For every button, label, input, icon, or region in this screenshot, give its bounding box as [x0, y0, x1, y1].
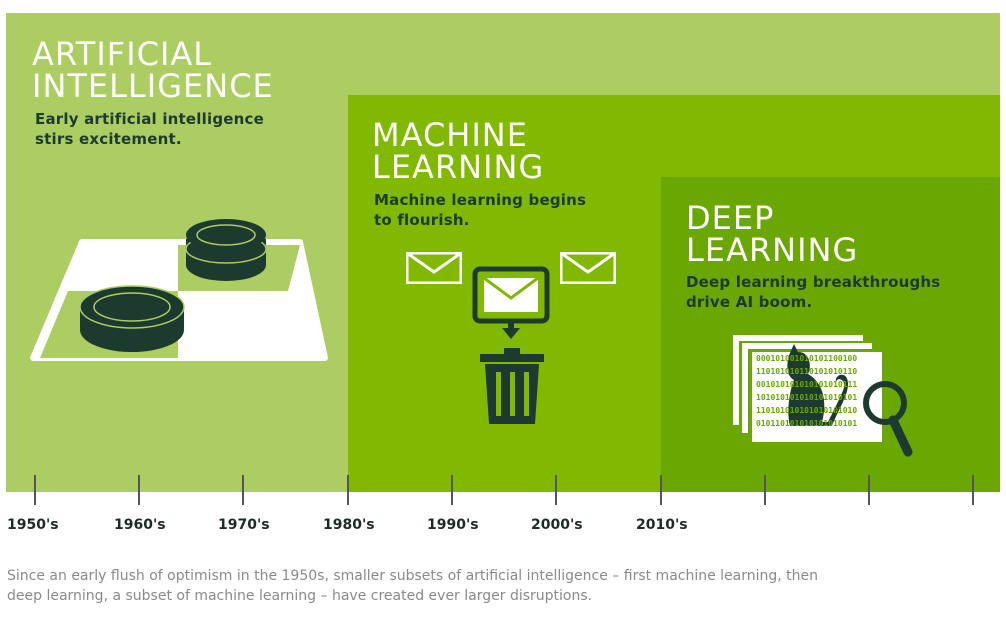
timeline-tick [346, 475, 350, 505]
ml-title-line: MACHINE [372, 116, 528, 154]
ml-title-line: LEARNING [372, 148, 545, 186]
ai-subtitle-line: stirs excitement. [35, 130, 182, 148]
binary-text: 110101010101010101010 [756, 406, 857, 415]
cat-icon [787, 344, 848, 426]
timeline-tick [971, 475, 975, 505]
caption: Since an early flush of optimism in the … [7, 566, 997, 606]
dl-title-line: LEARNING [686, 231, 859, 269]
ai-title-line: ARTIFICIAL [32, 35, 213, 73]
cat-recognition-icon: 000101001010101100100 1101010101101010101… [733, 335, 913, 457]
decade-label: 1960's [114, 517, 166, 533]
dl-subtitle: Deep learning breakthroughs drive AI boom… [686, 272, 940, 312]
dl-title-line: DEEP [686, 199, 775, 237]
timeline-tick [33, 475, 37, 505]
ml-subtitle: Machine learning begins to flourish. [374, 190, 586, 230]
binary-text: 101010101010101010101 [756, 393, 857, 402]
timeline-tick [867, 475, 871, 505]
dl-subtitle-line: drive AI boom. [686, 293, 813, 311]
timeline-tick [554, 475, 558, 505]
timeline-tick [763, 475, 767, 505]
inbox-envelope-icon [472, 266, 550, 339]
binary-text: 001010101010101010111 [756, 380, 857, 389]
ai-subtitle: Early artificial intelligence stirs excit… [35, 109, 264, 149]
ml-subtitle-line: Machine learning begins [374, 191, 587, 209]
checker-piece-icon [185, 219, 267, 281]
ai-subtitle-line: Early artificial intelligence [35, 110, 264, 128]
ai-title-line: INTELLIGENCE [32, 67, 274, 105]
decade-label: 2000's [531, 517, 583, 533]
decade-label: 1990's [427, 517, 479, 533]
binary-text: 000101001010101100100 [756, 354, 857, 363]
checker-piece-icon [79, 285, 185, 352]
decade-label: 1970's [218, 517, 270, 533]
caption-line: deep learning, a subset of machine learn… [7, 588, 593, 604]
checkers-board-icon [30, 219, 328, 361]
timeline-tick [450, 475, 454, 505]
timeline-tick [137, 475, 141, 505]
trash-can-icon [480, 348, 544, 424]
caption-line: Since an early flush of optimism in the … [7, 568, 819, 584]
envelope-icon [560, 252, 616, 284]
decade-label: 1980's [323, 517, 375, 533]
magnifier-icon [863, 381, 907, 425]
timeline-tick [241, 475, 245, 505]
envelope-icon [406, 252, 462, 284]
dl-subtitle-line: Deep learning breakthroughs [686, 273, 941, 291]
binary-text: 010110101010101010101 [756, 419, 857, 428]
timeline-tick [659, 475, 663, 505]
binary-text: 110101010110101010110 [756, 367, 857, 376]
decade-label: 2010's [636, 517, 688, 533]
decade-label: 1950's [7, 517, 59, 533]
ml-subtitle-line: to flourish. [374, 211, 470, 229]
